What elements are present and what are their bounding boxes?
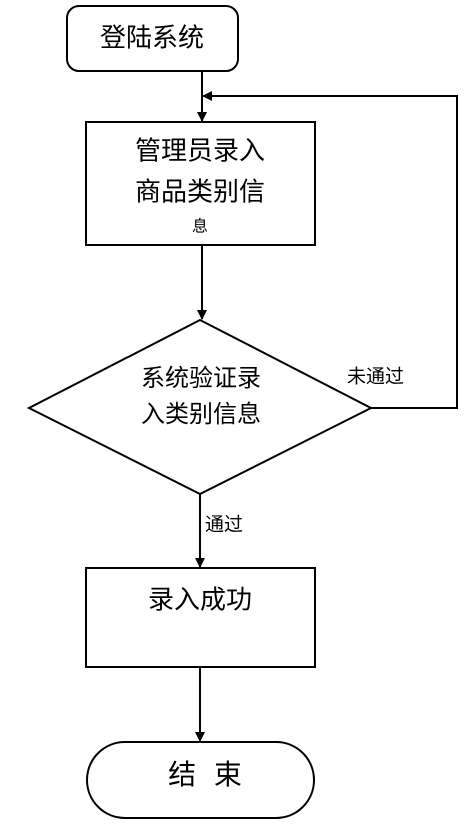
admin-input-node: 管理员录入 商品类别信 息 xyxy=(85,121,316,246)
end-node-shape xyxy=(86,741,315,819)
admin-input-line-2: 商品类别信 xyxy=(135,178,265,208)
success-node-label: 录入成功 xyxy=(148,586,252,616)
admin-input-node-shape xyxy=(85,121,316,246)
start-node: 登陆系统 xyxy=(66,5,239,72)
verify-decision-line-2: 入类别信息 xyxy=(141,400,261,428)
end-node: 结 束 xyxy=(86,741,315,819)
edge-label-pass: 通过 xyxy=(205,514,243,536)
success-node-shape xyxy=(85,567,316,668)
success-node: 录入成功 xyxy=(85,567,316,668)
admin-input-line-3: 息 xyxy=(192,217,208,236)
arrow-verify-fail-loop xyxy=(202,91,458,409)
start-node-label: 登陆系统 xyxy=(100,24,204,54)
edge-label-fail: 未通过 xyxy=(347,366,404,388)
verify-decision-node: 系统验证录 入类别信息 xyxy=(26,318,374,496)
verify-decision-line-1: 系统验证录 xyxy=(141,364,261,392)
admin-input-line-1: 管理员录入 xyxy=(135,137,265,167)
end-node-label: 结 束 xyxy=(168,758,242,791)
start-node-shape xyxy=(66,5,239,72)
